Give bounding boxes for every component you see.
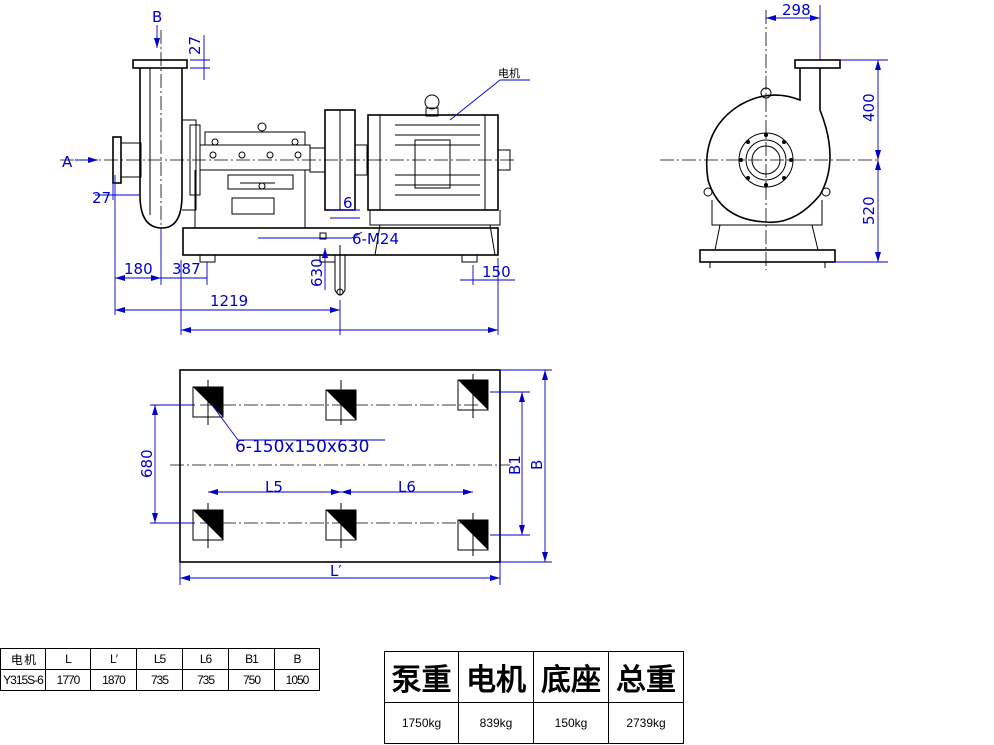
table-cell: 750: [228, 669, 275, 691]
table-header-cell: 电机: [458, 651, 534, 703]
table-cell: 839kg: [458, 702, 534, 744]
table-header-cell: 底座: [533, 651, 609, 703]
label-b1: B1: [506, 455, 524, 475]
label-b: B: [528, 460, 546, 470]
table-cell: 1750kg: [384, 702, 459, 744]
table-cell: 150kg: [533, 702, 609, 744]
anchor-hole: [192, 380, 224, 425]
table-header-cell: L5: [136, 648, 183, 670]
table-row: Y315S-6 1770 1870 735 735 750 1050: [0, 669, 320, 691]
hole-spec: 6-150x150x630: [235, 437, 369, 457]
weight-table: 泵重 电机 底座 总重 1750kg 839kg 150kg 2739kg: [384, 651, 684, 744]
dimension-table: 电 机 L L′ L5 L6 B1 B Y315S-6 1770 1870 73…: [0, 648, 320, 691]
table-row: 1750kg 839kg 150kg 2739kg: [384, 702, 684, 744]
dim-400: 400: [860, 93, 878, 122]
table-header-cell: B1: [228, 648, 275, 670]
table-cell: Y315S-6: [0, 669, 46, 691]
label-l6: L6: [398, 478, 416, 496]
table-header-row: 电 机 L L′ L5 L6 B1 B: [0, 648, 320, 670]
dim-1219: 1219: [210, 292, 248, 310]
table-header-cell: L6: [182, 648, 229, 670]
table-cell: 1870: [90, 669, 137, 691]
anchor-hole: [457, 374, 489, 418]
table-cell: 1770: [45, 669, 91, 691]
dim-680: 680: [138, 449, 156, 478]
anchor-hole: [192, 503, 224, 548]
table-header-cell: 总重: [608, 651, 684, 703]
dim-180: 180: [124, 260, 153, 278]
table-header-cell: L: [45, 648, 91, 670]
table-header-row: 泵重 电机 底座 总重: [384, 651, 684, 703]
dim-387: 387: [172, 260, 201, 278]
table-header-cell: B: [274, 648, 320, 670]
foundation-plan: 6-150x150x630 680 L5 L6 B1 B L′: [138, 369, 552, 585]
dim-630: 630: [308, 258, 326, 287]
front-view: 电机: [60, 8, 530, 335]
dim-298: 298: [782, 1, 811, 19]
table-header-cell: L′: [90, 648, 137, 670]
label-b-top: B: [152, 8, 162, 26]
table-header-cell: 电 机: [0, 648, 46, 670]
motor-label: 电机: [498, 66, 520, 80]
table-cell: 735: [136, 669, 183, 691]
label-l5: L5: [265, 478, 283, 496]
anchor-hole: [325, 380, 357, 425]
table-cell: 735: [182, 669, 229, 691]
dim-150: 150: [482, 263, 511, 281]
dim-520: 520: [860, 196, 878, 225]
table-cell: 1050: [274, 669, 320, 691]
anchor-hole: [457, 513, 489, 556]
anchor-bolt-spec: 6-M24: [352, 230, 399, 248]
label-a: A: [62, 153, 73, 171]
table-cell: 2739kg: [608, 702, 684, 744]
dim-27-left: 27: [92, 189, 111, 207]
dim-6: 6: [343, 194, 353, 212]
table-header-cell: 泵重: [384, 651, 459, 703]
dim-27-top: 27: [186, 36, 204, 55]
side-view: 298 400 520: [660, 1, 888, 270]
anchor-hole: [325, 503, 357, 548]
label-l-prime: L′: [330, 562, 342, 580]
